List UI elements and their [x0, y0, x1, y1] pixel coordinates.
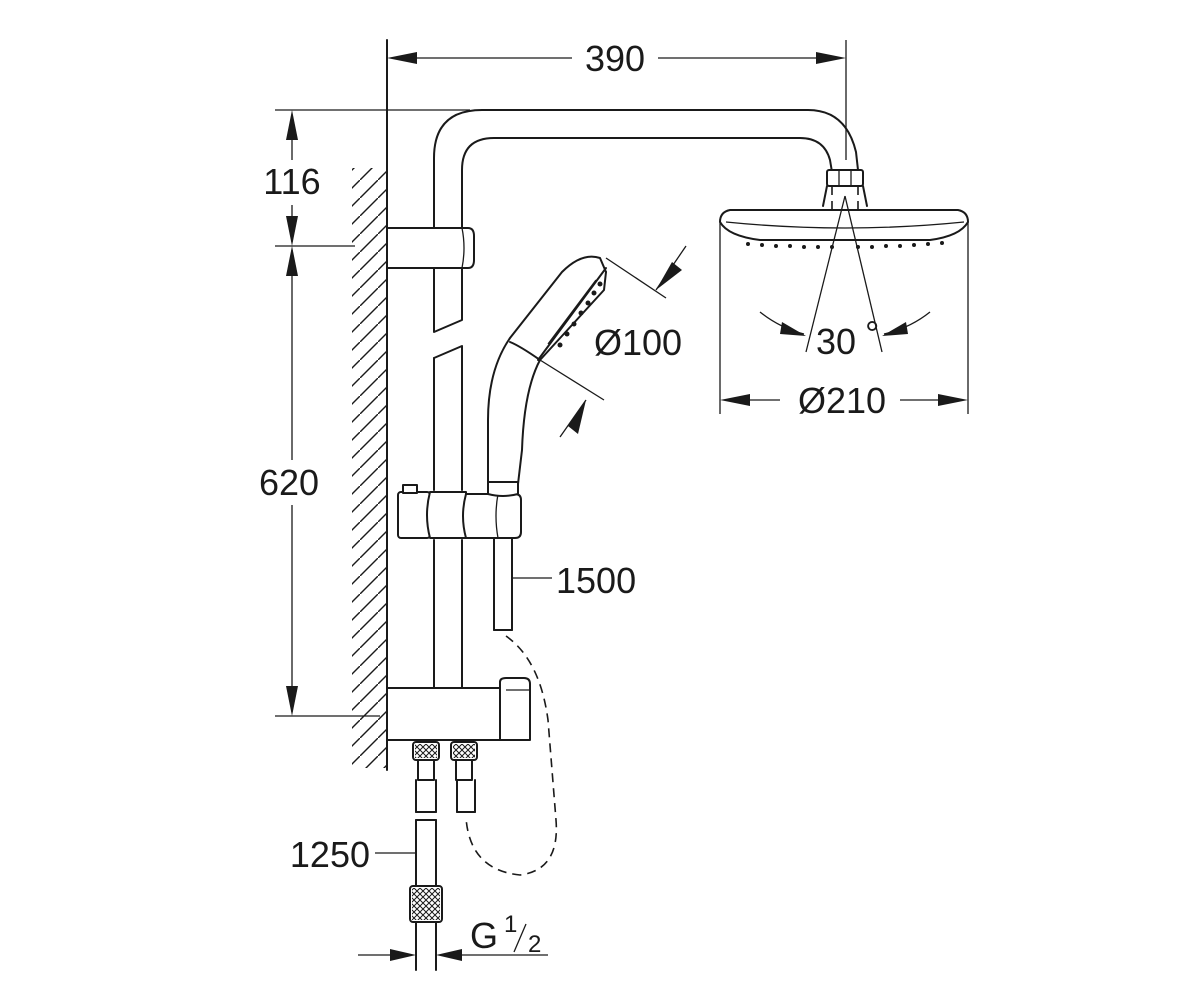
dimension-label-hand-shower-diameter: Ø100	[594, 322, 682, 363]
head-shower	[719, 169, 969, 249]
dimension-label-supply-hose-length: 1250	[290, 834, 370, 875]
supply-hose: 1250	[290, 779, 476, 887]
inlet-connectors	[412, 741, 478, 781]
sliding-hand-shower-holder	[397, 484, 522, 539]
thread-nut	[409, 885, 443, 971]
dimension-vertical-left: 116 620	[259, 109, 470, 717]
dimension-label-tilt-angle: 30	[816, 321, 856, 362]
dimension-label-shower-hose-length: 1500	[556, 560, 636, 601]
dimension-hand-shower-diameter: Ø100	[539, 245, 687, 438]
dimension-label-rail-length: 620	[259, 462, 319, 503]
dimension-label-arm-projection: 390	[585, 38, 645, 79]
dimension-head-tilt: 30 °	[759, 195, 931, 362]
hand-shower	[487, 255, 607, 497]
dimension-head-shower-diameter: Ø210	[719, 222, 969, 421]
dimension-label-tilt-unit: °	[865, 313, 879, 354]
dimension-thread-size: G 1 2	[358, 911, 548, 961]
dimension-label-thread-denominator: 2	[528, 931, 541, 958]
wall-bracket-top	[386, 227, 475, 269]
dimension-label-thread-letter: G	[470, 915, 498, 956]
dimension-label-head-height: 116	[263, 161, 320, 202]
head-shower-nozzles	[746, 241, 944, 249]
thermostat-diverter-block	[386, 677, 531, 741]
wall	[352, 39, 388, 771]
hand-shower-nozzles	[557, 281, 603, 348]
dimension-label-head-shower-diameter: Ø210	[798, 380, 886, 421]
dimension-label-thread-numerator: 1	[504, 911, 517, 938]
dimension-arm-projection: 390	[386, 38, 847, 160]
riser-pipe	[433, 109, 859, 689]
shower-hose: 1500	[465, 537, 636, 876]
